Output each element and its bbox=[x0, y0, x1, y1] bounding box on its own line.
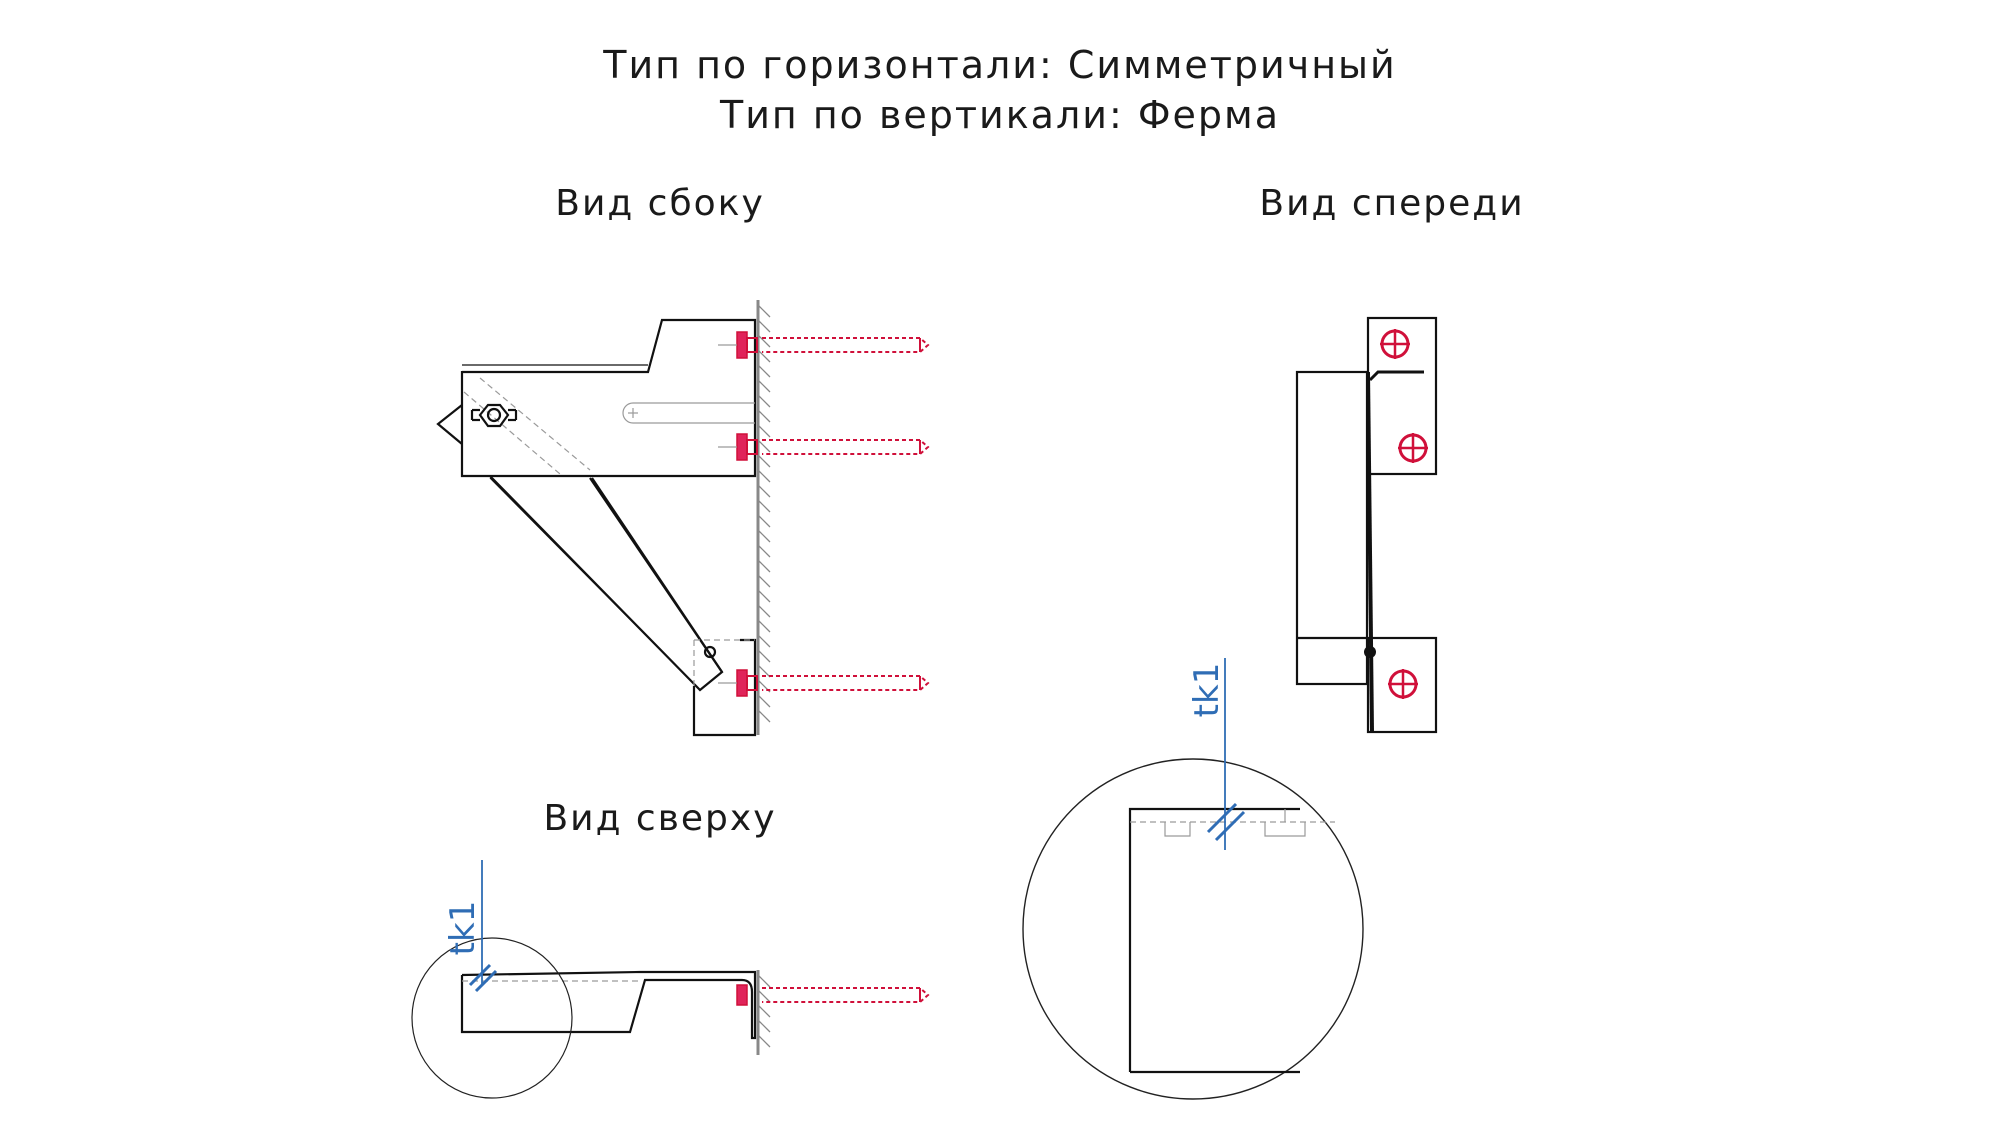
front-spine bbox=[1366, 371, 1374, 733]
front-anchor-2-icon bbox=[1398, 433, 1428, 463]
side-view bbox=[436, 300, 930, 737]
front-anchor-1-icon bbox=[1380, 329, 1410, 359]
front-body bbox=[1295, 370, 1369, 686]
anchor-bolt-2 bbox=[718, 433, 930, 461]
top-anchor-bolt bbox=[736, 984, 930, 1006]
bracket-tip bbox=[436, 404, 463, 445]
front-view bbox=[1295, 316, 1438, 734]
detail-profile bbox=[1128, 807, 1300, 1074]
top-view: tk1 bbox=[411, 860, 930, 1099]
front-pivot bbox=[1364, 646, 1376, 658]
top-detail-circle bbox=[411, 937, 573, 1099]
hinge-nut-icon bbox=[470, 403, 518, 428]
side-view-title: Вид сбоку bbox=[555, 183, 765, 224]
detail-label: tk1 bbox=[1187, 663, 1227, 718]
lower-pin bbox=[703, 645, 717, 659]
detail-circle bbox=[1022, 758, 1364, 1100]
upper-bracket bbox=[460, 318, 757, 478]
detail-view: tk1 bbox=[1022, 658, 1364, 1100]
wall-hatching bbox=[757, 304, 771, 723]
vertical-type-label: Тип по вертикали: Ферма bbox=[719, 93, 1280, 137]
top-wall-hatching bbox=[757, 974, 771, 1048]
front-view-title: Вид спереди bbox=[1259, 183, 1524, 224]
front-anchor-3-icon bbox=[1388, 669, 1418, 699]
slot bbox=[622, 402, 755, 424]
anchor-bolt-1 bbox=[718, 331, 930, 359]
top-view-title: Вид сверху bbox=[543, 798, 776, 839]
top-bracket bbox=[460, 970, 757, 1040]
diagonal-strut bbox=[489, 475, 724, 692]
anchor-bolt-3 bbox=[718, 669, 930, 697]
horizontal-type-label: Тип по горизонтали: Симметричный bbox=[602, 43, 1397, 87]
top-detail-label: tk1 bbox=[443, 901, 483, 956]
hidden-strut bbox=[463, 377, 591, 475]
